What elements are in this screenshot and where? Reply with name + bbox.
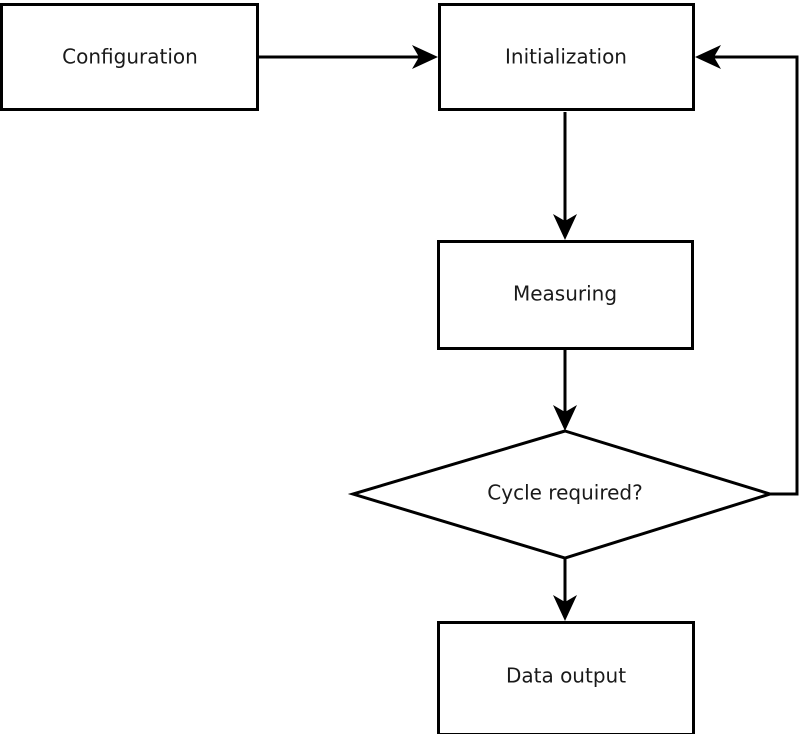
edge-cycle-required-to-initialization-feedback — [695, 45, 799, 496]
data-output-label: Data output — [506, 664, 626, 688]
arrowhead-left-icon — [695, 45, 721, 69]
arrowhead-right-icon — [412, 45, 438, 69]
data-output-box[interactable] — [437, 621, 695, 734]
configuration-label: Configuration — [62, 45, 198, 69]
measuring-box[interactable] — [437, 240, 694, 350]
configuration-box[interactable] — [0, 3, 259, 111]
initialization-label: Initialization — [505, 45, 627, 69]
cycle-required-label: Cycle required? — [487, 481, 642, 505]
arrowhead-down-icon — [553, 595, 577, 621]
edge-cycle-required-to-data-output — [553, 558, 577, 621]
node-initialization[interactable]: Initialization — [438, 3, 695, 111]
arrowhead-down-icon — [553, 405, 577, 431]
cycle-required-diamond[interactable] — [347, 429, 776, 560]
node-configuration[interactable]: Configuration — [0, 3, 259, 111]
measuring-label: Measuring — [513, 282, 617, 306]
edge-configuration-to-initialization — [259, 45, 438, 69]
edge-initialization-to-measuring — [553, 112, 577, 240]
arrowhead-down-icon — [553, 214, 577, 240]
node-measuring[interactable]: Measuring — [437, 240, 694, 350]
node-cycle-required[interactable]: Cycle required? — [347, 429, 776, 560]
node-data-output[interactable]: Data output — [437, 621, 695, 734]
edge-measuring-to-cycle-required — [553, 350, 577, 431]
initialization-box[interactable] — [438, 3, 695, 111]
